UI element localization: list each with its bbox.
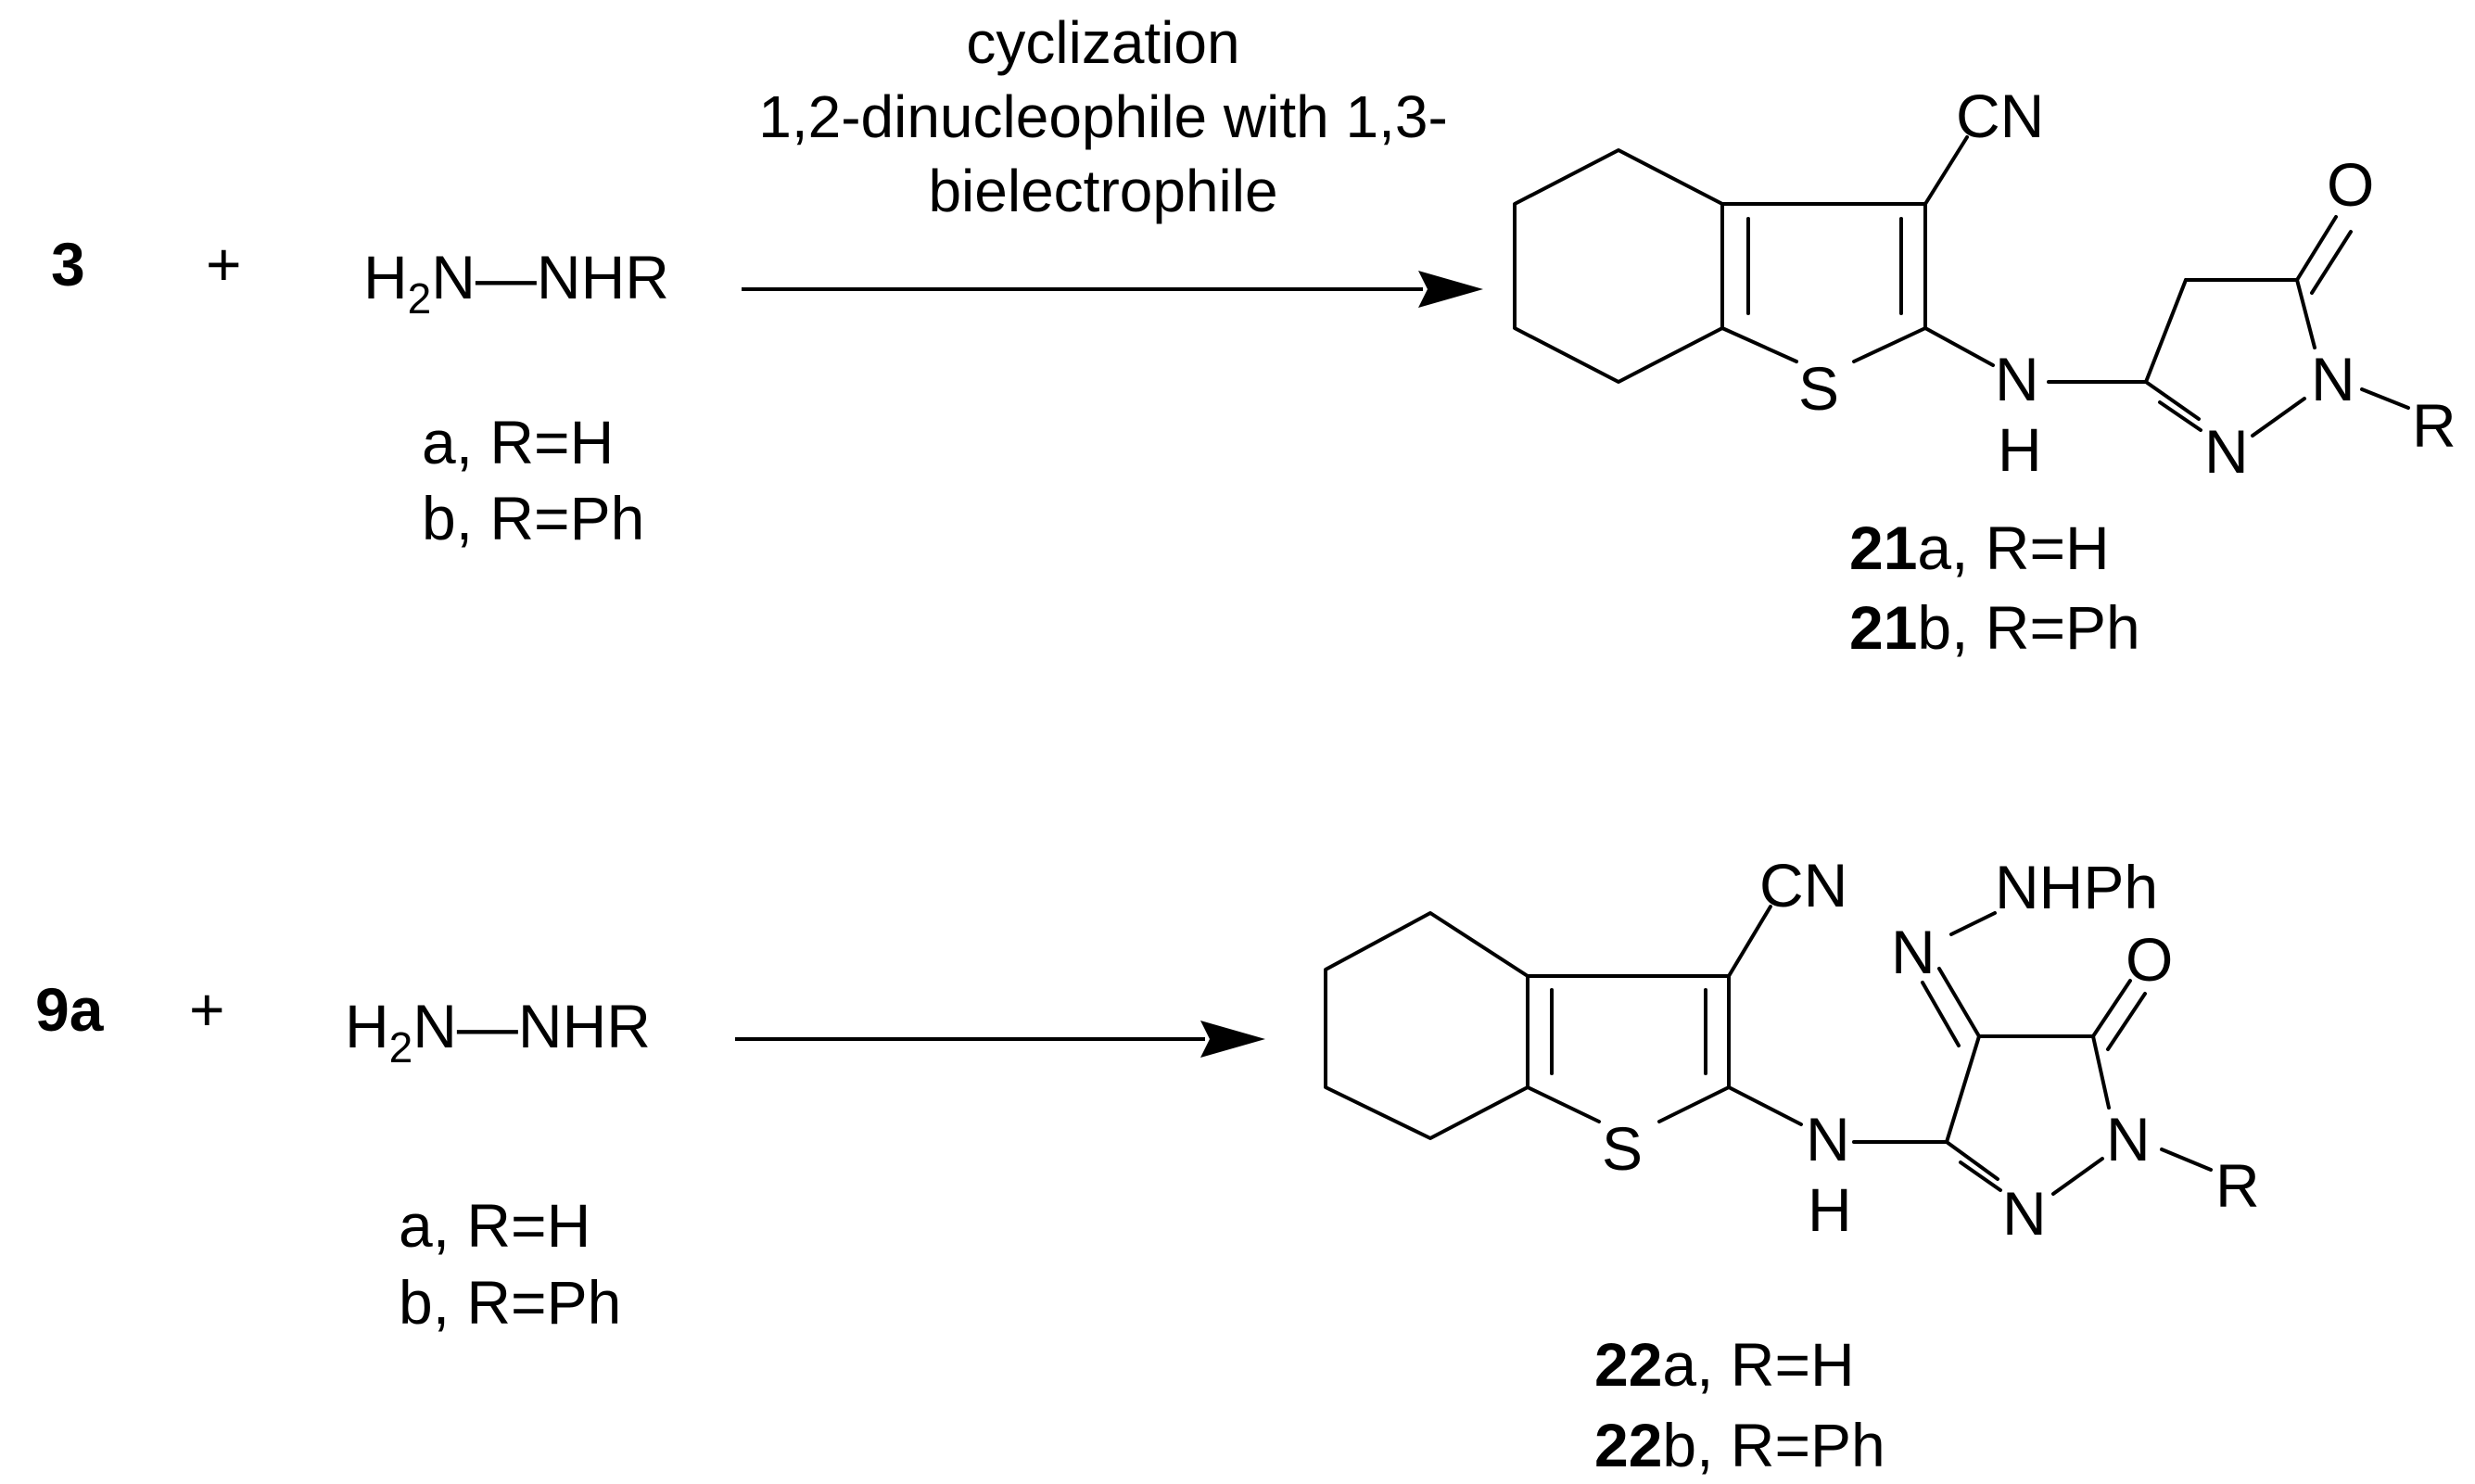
cn-label: CN	[1956, 82, 2044, 150]
pyrazole-n1-label: N	[2311, 345, 2355, 413]
product-21-structure: CN O S N H N N R	[1513, 82, 2456, 486]
condition-line-3: bielectrophile	[928, 158, 1277, 224]
reaction-2: 9a + H2N—NHR a, R=H b, R=Ph	[35, 851, 2260, 1479]
condition-line-2: 1,2-dinucleophile with 1,3-	[758, 83, 1448, 150]
thiophene-s-label: S	[1798, 354, 1839, 423]
variant-a: a, R=H	[399, 1191, 590, 1260]
reactant-3-label: 3	[51, 230, 85, 298]
nh-h-label: H	[1998, 415, 2042, 484]
carbonyl-o-label: O	[2126, 925, 2173, 994]
variant-a: a, R=H	[422, 408, 614, 476]
nh-n-label: N	[1806, 1105, 1850, 1173]
nh-h-label: H	[1808, 1175, 1852, 1244]
product-21a-label: 21a, R=H	[1849, 514, 2110, 582]
pyrazole-n1-label: N	[2106, 1105, 2151, 1173]
nhph-label: NHPh	[1995, 853, 2158, 921]
r-substituent-label: R	[2215, 1151, 2260, 1220]
variant-b: b, R=Ph	[422, 484, 644, 552]
plus-sign: +	[189, 975, 225, 1044]
thiophene-s-label: S	[1602, 1114, 1643, 1183]
pyrazole-n2-label: N	[2002, 1179, 2047, 1248]
hydrazone-n-label: N	[1891, 918, 1936, 986]
condition-line-1: cyclization	[966, 9, 1239, 76]
product-22a-label: 22a, R=H	[1594, 1330, 1855, 1399]
plus-sign: +	[206, 230, 242, 298]
nh-n-label: N	[1995, 345, 2039, 413]
product-22b-label: 22b, R=Ph	[1594, 1411, 1885, 1479]
hydrazine-reagent: H2N—NHR	[345, 992, 651, 1072]
pyrazole-n2-label: N	[2204, 417, 2249, 486]
hydrazine-reagent: H2N—NHR	[363, 243, 669, 323]
reactant-9a-label: 9a	[35, 975, 105, 1044]
reaction-arrow	[735, 1021, 1265, 1058]
r-substituent-label: R	[2412, 391, 2456, 460]
reaction-1: 3 + H2N—NHR a, R=H b, R=Ph cyclization 1…	[51, 9, 2456, 662]
product-22-structure: CN N NHPh O S N H N N R	[1324, 851, 2260, 1248]
reaction-arrow	[742, 271, 1483, 308]
variant-b: b, R=Ph	[399, 1268, 621, 1337]
cn-label: CN	[1759, 851, 1847, 920]
carbonyl-o-label: O	[2327, 150, 2374, 219]
product-21b-label: 21b, R=Ph	[1849, 593, 2140, 662]
